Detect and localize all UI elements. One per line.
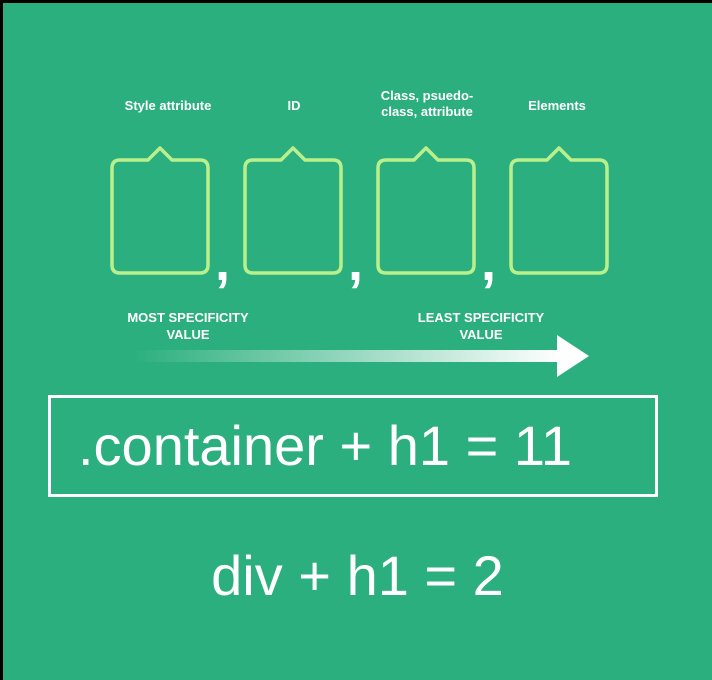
label-elements: Elements xyxy=(528,98,586,113)
label-id: ID xyxy=(287,98,301,113)
specificity-box-id xyxy=(243,146,343,275)
example-div-h1: div + h1 = 2 xyxy=(211,544,504,607)
example-box xyxy=(48,395,658,497)
specificity-box-style-attribute xyxy=(110,146,210,275)
least-specificity-label: LEAST SPECIFICITY VALUE xyxy=(417,310,545,342)
example-container-h1: .container + h1 = 11 xyxy=(78,414,572,477)
comma-separator: , xyxy=(481,232,497,292)
slide: Style attribute ID Class, psuedo- class,… xyxy=(3,3,712,680)
label-class-pseudo-class-attribute: Class, psuedo- class, attribute xyxy=(380,88,474,119)
comma-separator: , xyxy=(348,232,364,292)
specificity-box-elements xyxy=(509,146,609,275)
label-style-attribute: Style attribute xyxy=(124,98,212,113)
specificity-box-class xyxy=(376,146,476,275)
arrow-right-icon xyxy=(133,335,589,377)
comma-separator: , xyxy=(215,232,231,292)
most-specificity-label: MOST SPECIFICITY VALUE xyxy=(127,310,249,342)
